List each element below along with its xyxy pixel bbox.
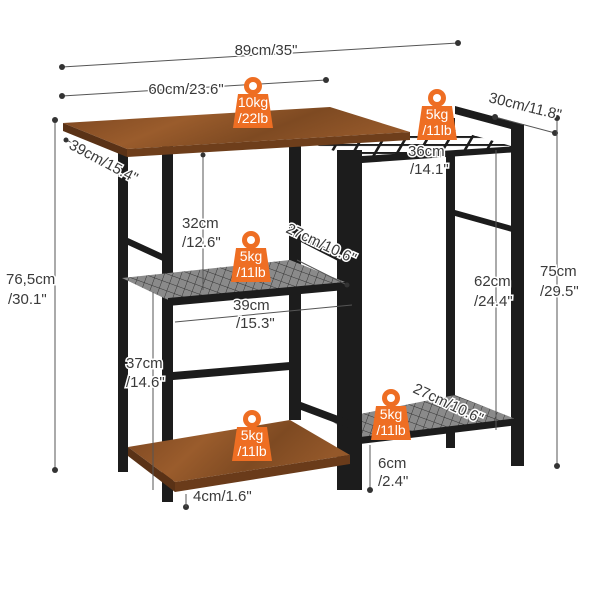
table-side-rail-upper — [128, 238, 165, 262]
side-unit — [316, 106, 524, 490]
load-badge: 5kg /11lb — [232, 410, 272, 461]
dimension-lines — [52, 40, 560, 510]
table-back-left-leg — [118, 152, 128, 472]
svg-text:5kg: 5kg — [380, 406, 403, 422]
side-back-right-post — [511, 124, 524, 466]
side-top-mesh-shelf — [316, 130, 518, 160]
side-back-left-post — [446, 118, 455, 448]
side-shelf-width-label-cm: 36cm — [408, 143, 445, 160]
side-height-label-in: /29.5" — [540, 283, 579, 300]
load-badge: 5kg /11lb — [231, 231, 271, 282]
side-inner-height-label-in: /24.4" — [474, 293, 513, 310]
side-clearance-label-in: /2.4" — [378, 473, 408, 490]
load-badge: 5kg /11lb — [371, 389, 411, 440]
side-inner-height-label-cm: 62cm — [474, 273, 511, 290]
side-front-post — [349, 150, 362, 490]
tabletop-side-edge — [63, 123, 127, 157]
side-shelf-width-label-in: /14.1" — [410, 161, 449, 178]
weight-icon — [232, 410, 272, 461]
table-middle-shelf-front-rail — [168, 282, 345, 306]
table-width-label: 60cm/23.6" — [148, 81, 223, 98]
side-top-shelf-front-rail — [362, 146, 518, 163]
table-right-rail-upper — [301, 235, 340, 262]
svg-text:/22lb: /22lb — [238, 110, 269, 126]
weight-icon — [417, 89, 457, 140]
upper-gap-label-cm: 32cm — [182, 215, 219, 232]
svg-text:10kg: 10kg — [238, 94, 268, 110]
load-badge: 5kg /11lb — [417, 89, 457, 140]
svg-text:/11lb: /11lb — [237, 443, 267, 459]
table-front-right-leg — [337, 150, 349, 490]
bottom-clearance-label: 4cm/1.6" — [193, 488, 252, 505]
side-mid-rail — [455, 210, 512, 232]
table-height-label-cm: 76,5cm — [6, 271, 55, 288]
load-badge: 10kg /22lb — [233, 77, 273, 128]
weight-icon — [231, 231, 271, 282]
middle-shelf-width-label-in: /15.3" — [236, 315, 275, 332]
table-lower-rail — [173, 362, 290, 380]
svg-text:/11lb: /11lb — [422, 122, 452, 138]
table-bottom-shelf-side — [128, 447, 175, 492]
weight-icon — [233, 77, 273, 128]
svg-text:/11lb: /11lb — [236, 264, 266, 280]
side-top-rail — [455, 106, 522, 132]
middle-shelf-width-label-cm: 39cm — [233, 297, 270, 314]
table-bottom-shelf-edge — [175, 455, 350, 492]
svg-text:5kg: 5kg — [241, 427, 264, 443]
total-width-label: 89cm/35" — [235, 42, 298, 59]
weight-icon — [371, 389, 411, 440]
side-height-label-cm: 75cm — [540, 263, 577, 280]
table-height-label-in: /30.1" — [8, 291, 47, 308]
svg-text:5kg: 5kg — [426, 106, 449, 122]
table-front-left-leg — [162, 140, 173, 502]
lower-gap-label-in: /14.6" — [126, 374, 165, 391]
svg-text:/11lb: /11lb — [376, 422, 406, 438]
lower-gap-label-cm: 37cm — [126, 355, 163, 372]
svg-text:5kg: 5kg — [240, 248, 263, 264]
side-clearance-label-cm: 6cm — [378, 455, 406, 472]
upper-gap-label-in: /12.6" — [182, 234, 221, 251]
tabletop-front-edge — [127, 132, 410, 157]
table-lower-side-rail — [301, 402, 349, 428]
